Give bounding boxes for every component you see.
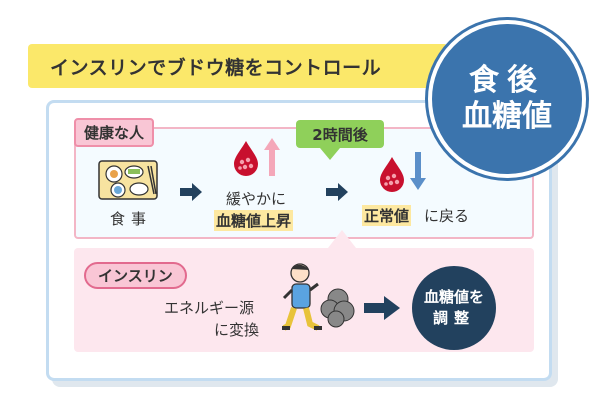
arrow-right-icon-3: [364, 296, 400, 320]
insulin-pointer: [328, 230, 356, 248]
return-label: に戻る: [424, 207, 470, 225]
insulin-label: インスリン: [84, 262, 187, 289]
gradual-label: 緩やかに: [226, 190, 287, 208]
exhaust-cloud-icon: [320, 288, 355, 328]
blood-drop-icon-2: [380, 157, 404, 192]
energy-source-label: エネルギー源: [164, 299, 255, 317]
badge-line1: 食後: [469, 63, 545, 98]
adjust-line1: 血糖値を: [423, 288, 484, 306]
blood-sugar-rise-label: 血糖値上昇: [214, 210, 294, 231]
diagram-title: インスリンでブドウ糖をコントロール: [28, 44, 448, 88]
arrow-right-icon: [180, 183, 202, 201]
blood-drop-icon: [234, 141, 258, 176]
callout-tail: [320, 148, 340, 160]
after-meal-blood-sugar-badge: 食後 血糖値: [428, 20, 586, 178]
fall-arrow-icon: [410, 152, 426, 190]
rise-arrow-icon: [264, 138, 280, 176]
healthy-person-label: 健康な人: [74, 118, 155, 147]
arrow-right-icon-2: [326, 183, 348, 201]
badge-line2: 血糖値: [462, 99, 552, 134]
meal-label: 食事: [110, 210, 153, 228]
convert-label: に変換: [214, 321, 260, 339]
meal-tray-icon: [98, 160, 158, 200]
two-hours-later-callout: 2時間後: [296, 120, 384, 148]
normal-value-label: 正常値: [362, 205, 412, 226]
running-man-icon: [282, 263, 322, 331]
adjust-line2: 調整: [432, 309, 475, 327]
adjust-blood-sugar-badge: 血糖値を 調整: [412, 266, 496, 350]
